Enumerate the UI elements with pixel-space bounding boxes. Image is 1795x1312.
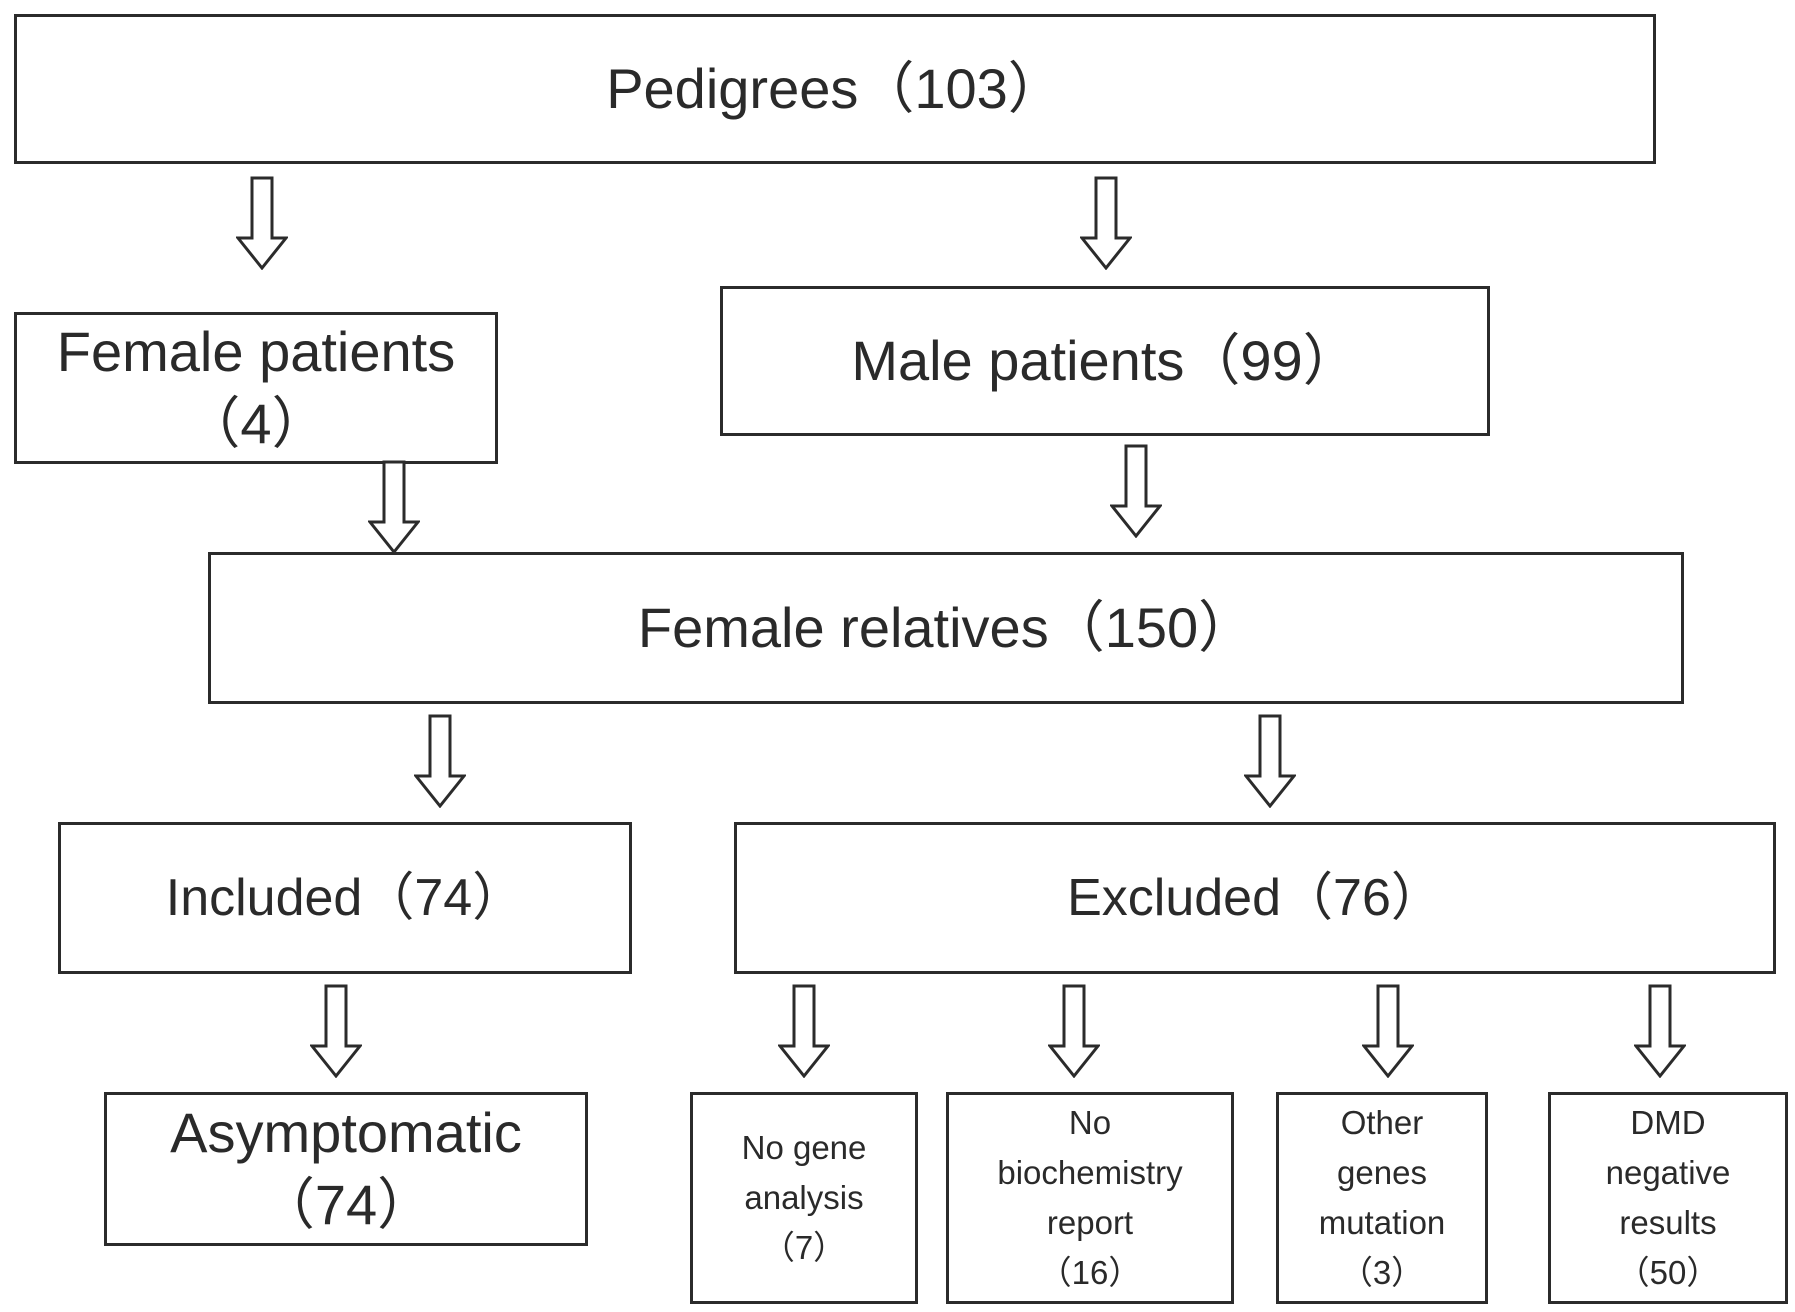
down-arrow-icon (1110, 444, 1162, 538)
female-patients-count: 4 (184, 388, 327, 460)
female-relatives-label: Female relatives (637, 596, 1049, 659)
pedigrees-label: Pedigrees (606, 57, 859, 120)
included-label: Included (165, 869, 363, 927)
down-arrow-icon (1080, 176, 1132, 270)
down-arrow-icon (236, 176, 288, 270)
asymptomatic-count: 74 (259, 1169, 433, 1241)
included-box: Included74 (58, 822, 632, 974)
no-gene-analysis-count: 7 (762, 1223, 846, 1273)
no-biochemistry-report-box: No biochemistry report 16 (946, 1092, 1234, 1304)
down-arrow-icon (310, 984, 362, 1078)
female-patients-label: Female patients (56, 320, 456, 383)
male-patients-label: Male patients (851, 329, 1185, 392)
excluded-box: Excluded76 (734, 822, 1776, 974)
female-relatives-box: Female relatives150 (208, 552, 1684, 704)
other-genes-line2: genes (1337, 1154, 1427, 1191)
female-relatives-count: 150 (1049, 596, 1254, 659)
asymptomatic-label: Asymptomatic (170, 1101, 522, 1164)
other-genes-count: 3 (1340, 1248, 1424, 1298)
asymptomatic-box: Asymptomatic 74 (104, 1092, 588, 1246)
no-biochemistry-line1: No (1068, 1104, 1112, 1141)
male-patients-count: 99 (1184, 329, 1358, 392)
no-gene-analysis-line1: No gene (741, 1129, 867, 1166)
no-gene-analysis-line2: analysis (744, 1179, 864, 1216)
no-gene-analysis-box: No gene analysis 7 (690, 1092, 918, 1304)
other-genes-line3: mutation (1318, 1204, 1446, 1241)
dmd-negative-count: 50 (1617, 1248, 1720, 1298)
pedigrees-count: 103 (858, 57, 1063, 120)
no-biochemistry-line2: biochemistry (997, 1154, 1183, 1191)
other-genes-mutation-box: Other genes mutation 3 (1276, 1092, 1488, 1304)
down-arrow-icon (414, 714, 466, 808)
down-arrow-icon (778, 984, 830, 1078)
down-arrow-icon (368, 460, 420, 554)
dmd-negative-results-box: DMD negative results 50 (1548, 1092, 1788, 1304)
down-arrow-icon (1244, 714, 1296, 808)
excluded-label: Excluded (1067, 869, 1282, 927)
down-arrow-icon (1362, 984, 1414, 1078)
dmd-negative-line1: DMD (1630, 1104, 1706, 1141)
dmd-negative-line2: negative (1605, 1154, 1731, 1191)
down-arrow-icon (1048, 984, 1100, 1078)
included-count: 74 (362, 869, 524, 927)
excluded-count: 76 (1281, 869, 1443, 927)
no-biochemistry-line3: report (1046, 1204, 1134, 1241)
pedigrees-box: Pedigrees103 (14, 14, 1656, 164)
female-patients-box: Female patients 4 (14, 312, 498, 464)
dmd-negative-line3: results (1619, 1204, 1717, 1241)
other-genes-line1: Other (1340, 1104, 1424, 1141)
male-patients-box: Male patients99 (720, 286, 1490, 436)
down-arrow-icon (1634, 984, 1686, 1078)
no-biochemistry-count: 16 (1039, 1248, 1142, 1298)
